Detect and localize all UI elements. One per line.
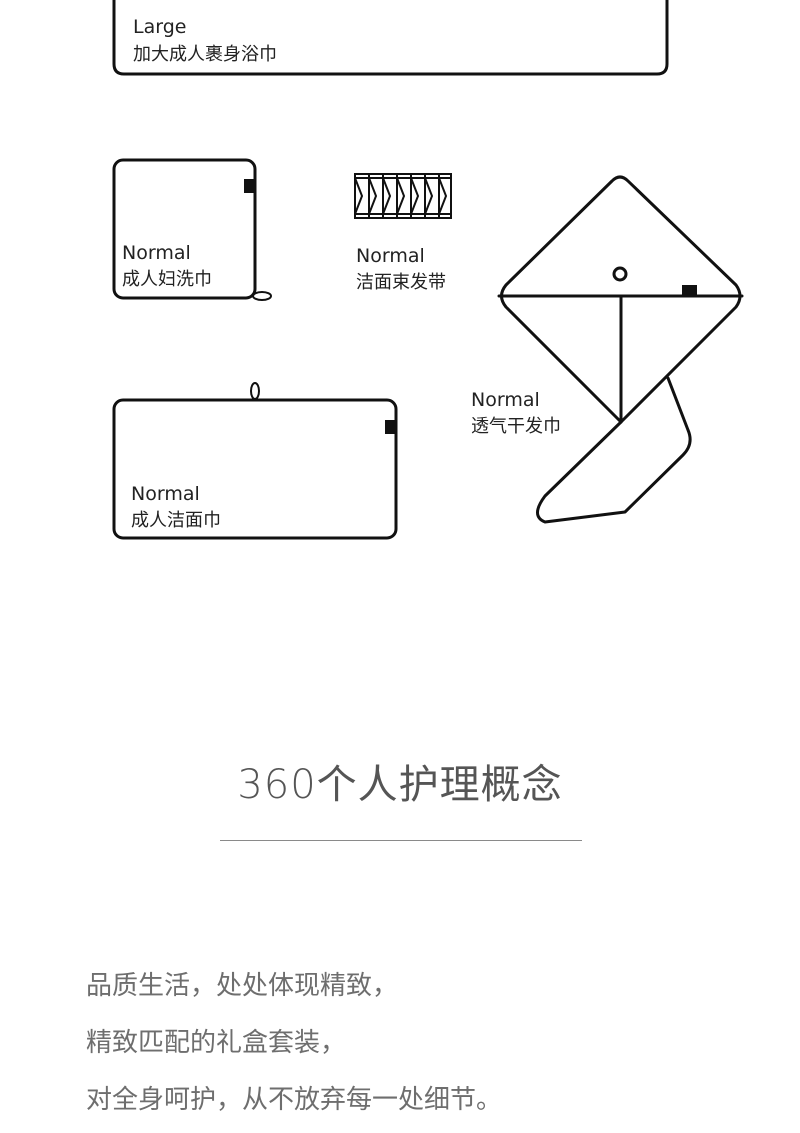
- hair-towel: Normal 透气干发巾: [471, 175, 744, 524]
- headband-size: Normal: [356, 245, 425, 267]
- description-line: 精致匹配的礼盒套装，: [86, 1028, 347, 1058]
- headband-outline: [354, 173, 452, 219]
- hair-towel-name: 透气干发巾: [471, 416, 561, 437]
- headband: Normal 洁面束发带: [354, 173, 452, 293]
- hand-towel-loop: [252, 291, 272, 301]
- towel-set-diagram: Large 加大成人裹身浴巾 Normal 成人妇洗巾 Normal 洁面束发带…: [112, 0, 744, 540]
- concept-description: 品质生活，处处体现精致， 精致匹配的礼盒套装， 对全身呵护，从不放弃每一处细节。: [86, 958, 766, 1129]
- large-bath-towel: Large 加大成人裹身浴巾: [112, 0, 669, 76]
- hand-towel-size: Normal: [122, 242, 191, 264]
- hair-towel-tail: [536, 376, 692, 524]
- large-bath-towel-name: 加大成人裹身浴巾: [133, 44, 277, 65]
- face-towel-loop: [250, 382, 260, 400]
- hair-towel-size: Normal: [471, 389, 540, 411]
- hair-towel-tag: [682, 285, 697, 296]
- concept-title: 360个人护理概念: [237, 762, 563, 808]
- description-line: 品质生活，处处体现精致，: [86, 971, 399, 1001]
- hand-towel-outline: [112, 158, 257, 300]
- face-towel-name: 成人洁面巾: [131, 510, 221, 531]
- headband-pleats: [354, 174, 451, 218]
- headband-name: 洁面束发带: [356, 272, 446, 293]
- face-towel-size: Normal: [131, 483, 200, 505]
- hair-towel-button: [612, 266, 628, 282]
- title-divider: [220, 840, 582, 841]
- hand-towel-name: 成人妇洗巾: [122, 269, 212, 290]
- large-bath-towel-outline: [112, 0, 669, 76]
- large-bath-towel-size: Large: [133, 16, 186, 38]
- hand-towel: Normal 成人妇洗巾: [112, 158, 272, 301]
- description-line: 对全身呵护，从不放弃每一处细节。: [86, 1085, 503, 1115]
- hand-towel-tag: [244, 179, 255, 193]
- face-towel: Normal 成人洁面巾: [112, 382, 398, 540]
- face-towel-tag: [385, 420, 396, 434]
